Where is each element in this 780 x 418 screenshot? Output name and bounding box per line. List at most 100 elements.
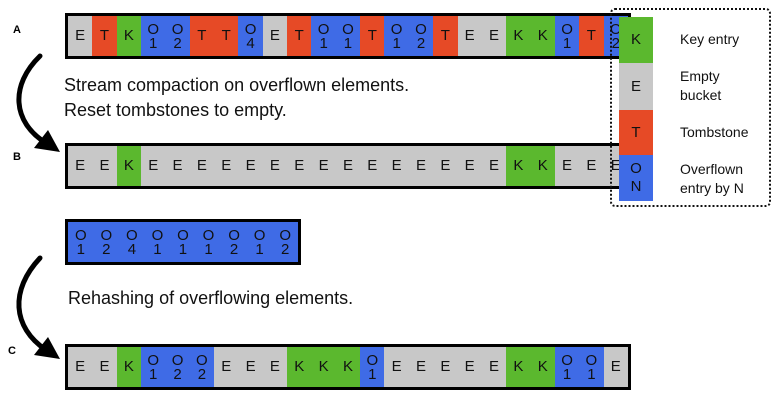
cell-glyph: E	[489, 157, 500, 174]
empty-bucket-cell: E	[262, 146, 288, 186]
tombstone-cell: T	[214, 16, 239, 56]
cell-glyph: E	[269, 157, 280, 174]
legend-label-empty: Empty bucket	[680, 68, 722, 103]
cell-glyph: E	[196, 157, 207, 174]
row-label-b: B	[13, 151, 21, 163]
cell-glyph: O	[126, 226, 138, 244]
cell-glyph: K	[537, 358, 548, 375]
cell-glyph: E	[221, 358, 232, 375]
empty-bucket-cell: E	[141, 146, 166, 186]
tombstone-cell: T	[433, 16, 458, 56]
tombstone-cell: T	[189, 16, 215, 56]
overflow-count: 2	[173, 34, 182, 52]
empty-bucket-cell: E	[457, 146, 482, 186]
cell-glyph: E	[464, 157, 475, 174]
caption-step1-line2: Reset tombstones to empty.	[64, 100, 287, 120]
row-label-a: A	[13, 24, 21, 36]
key-entry-cell: K	[116, 347, 142, 387]
empty-bucket-cell: E	[335, 146, 361, 186]
cell-glyph: O	[561, 20, 573, 38]
empty-bucket-cell: E	[481, 347, 507, 387]
overflow-count: 1	[562, 34, 572, 52]
legend-glyph: T	[631, 123, 641, 141]
empty-bucket-cell: E	[360, 146, 385, 186]
overflow-count: 2	[611, 34, 620, 52]
empty-bucket-cell: E	[92, 146, 117, 186]
curved-arrow-icon	[16, 53, 49, 146]
empty-bucket-cell: E	[408, 347, 434, 387]
cell-glyph: O	[253, 226, 266, 244]
legend-glyph: O	[630, 160, 642, 177]
legend-label-key: Key entry	[680, 31, 740, 47]
empty-bucket-cell: E	[68, 16, 93, 56]
row-label-c: C	[8, 345, 16, 357]
empty-bucket-cell: E	[384, 146, 409, 186]
cell-glyph: O	[177, 226, 189, 244]
cell-glyph: K	[537, 157, 548, 174]
cell-glyph: T	[367, 27, 377, 44]
cell-glyph: K	[123, 27, 134, 44]
curved-arrow-icon	[16, 255, 49, 353]
cell-glyph: T	[197, 27, 207, 44]
empty-bucket-cell: E	[214, 347, 239, 387]
key-entry-cell: K	[506, 16, 531, 56]
overflow-count: 4	[246, 34, 255, 52]
overflow-count: 1	[153, 240, 162, 258]
cell-glyph: E	[415, 157, 426, 174]
empty-bucket-cell: E	[603, 347, 628, 387]
cell-glyph: E	[464, 27, 475, 44]
cell-glyph: O	[390, 20, 403, 38]
empty-bucket-cell: E	[457, 347, 482, 387]
cell-glyph: O	[202, 226, 215, 244]
overflow-count: 1	[587, 365, 596, 383]
cell-glyph: O	[228, 226, 240, 244]
cell-glyph: E	[294, 157, 305, 174]
cell-glyph: E	[440, 157, 451, 174]
cell-glyph: K	[123, 157, 134, 174]
legend-swatch-empty: E	[619, 63, 653, 110]
overflow-count: 1	[319, 34, 328, 52]
tombstone-cell: T	[92, 16, 117, 56]
empty-bucket-cell: E	[262, 16, 288, 56]
key-entry-cell: K	[530, 16, 555, 56]
empty-bucket-cell: E	[311, 146, 336, 186]
empty-bucket-cell: E	[68, 146, 93, 186]
empty-bucket-cell: E	[92, 347, 117, 387]
overflow-count: 1	[343, 34, 353, 52]
caption-step2: Rehashing of overflowing elements.	[68, 288, 354, 308]
cell-glyph: E	[464, 358, 475, 375]
cell-glyph: K	[513, 358, 524, 375]
empty-bucket-cell: E	[189, 146, 215, 186]
cell-glyph: E	[269, 358, 280, 375]
cell-glyph: E	[148, 157, 159, 174]
key-entry-cell: K	[116, 16, 142, 56]
empty-bucket-cell: E	[384, 347, 409, 387]
cell-glyph: T	[586, 27, 596, 44]
legend-label-tombstone: Tombstone	[680, 124, 749, 140]
overflow-count: 1	[149, 365, 158, 383]
overflow-count: 2	[173, 365, 182, 383]
key-entry-cell: K	[506, 146, 531, 186]
cell-glyph: E	[610, 157, 621, 174]
cell-glyph: T	[99, 27, 110, 44]
cell-glyph: E	[318, 157, 329, 174]
cell-glyph: O	[585, 351, 598, 369]
tombstone-cell: T	[579, 16, 604, 56]
cell-glyph: O	[244, 20, 257, 38]
